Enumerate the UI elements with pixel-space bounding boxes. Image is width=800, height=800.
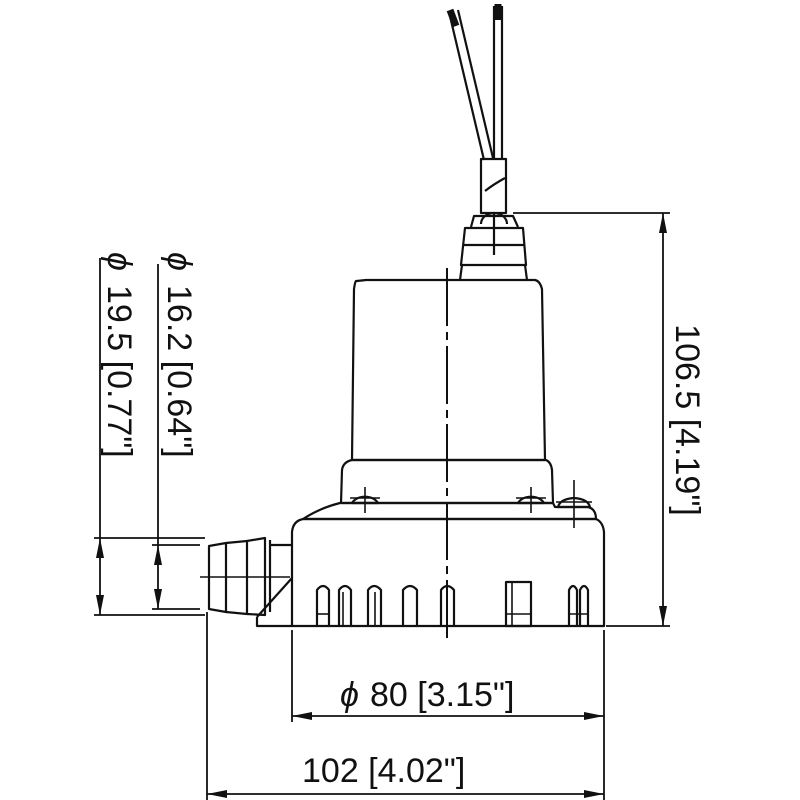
- dim-overall-width: 102 [4.02"]: [206, 612, 604, 800]
- dim-overall-width-label: 102 [4.02"]: [302, 752, 465, 790]
- dim-height: 106.5 [4.19"]: [513, 212, 706, 627]
- phi-symbol: ϕ: [160, 252, 198, 271]
- dim-outlet-outer: ϕ 19.5 [0.77"]: [94, 252, 205, 616]
- dim-outlet-inner: ϕ 16.2 [0.64"]: [152, 252, 200, 610]
- power-wires: [446, 4, 504, 161]
- dim-outlet-inner-label: 16.2 [0.64"]: [160, 285, 198, 458]
- phi-symbol: ϕ: [100, 252, 138, 271]
- cable-gland: [458, 157, 529, 281]
- dim-height-label: 106.5 [4.19"]: [668, 324, 706, 516]
- phi-symbol: ϕ: [340, 676, 359, 714]
- dim-outlet-outer-label: 19.5 [0.77"]: [100, 285, 138, 458]
- dim-body-diameter: ϕ 80 [3.15"]: [291, 630, 605, 800]
- outlet-nozzle: [200, 536, 293, 628]
- dim-body-diameter-label: 80 [3.15"]: [370, 676, 514, 714]
- pump-base: [290, 501, 606, 628]
